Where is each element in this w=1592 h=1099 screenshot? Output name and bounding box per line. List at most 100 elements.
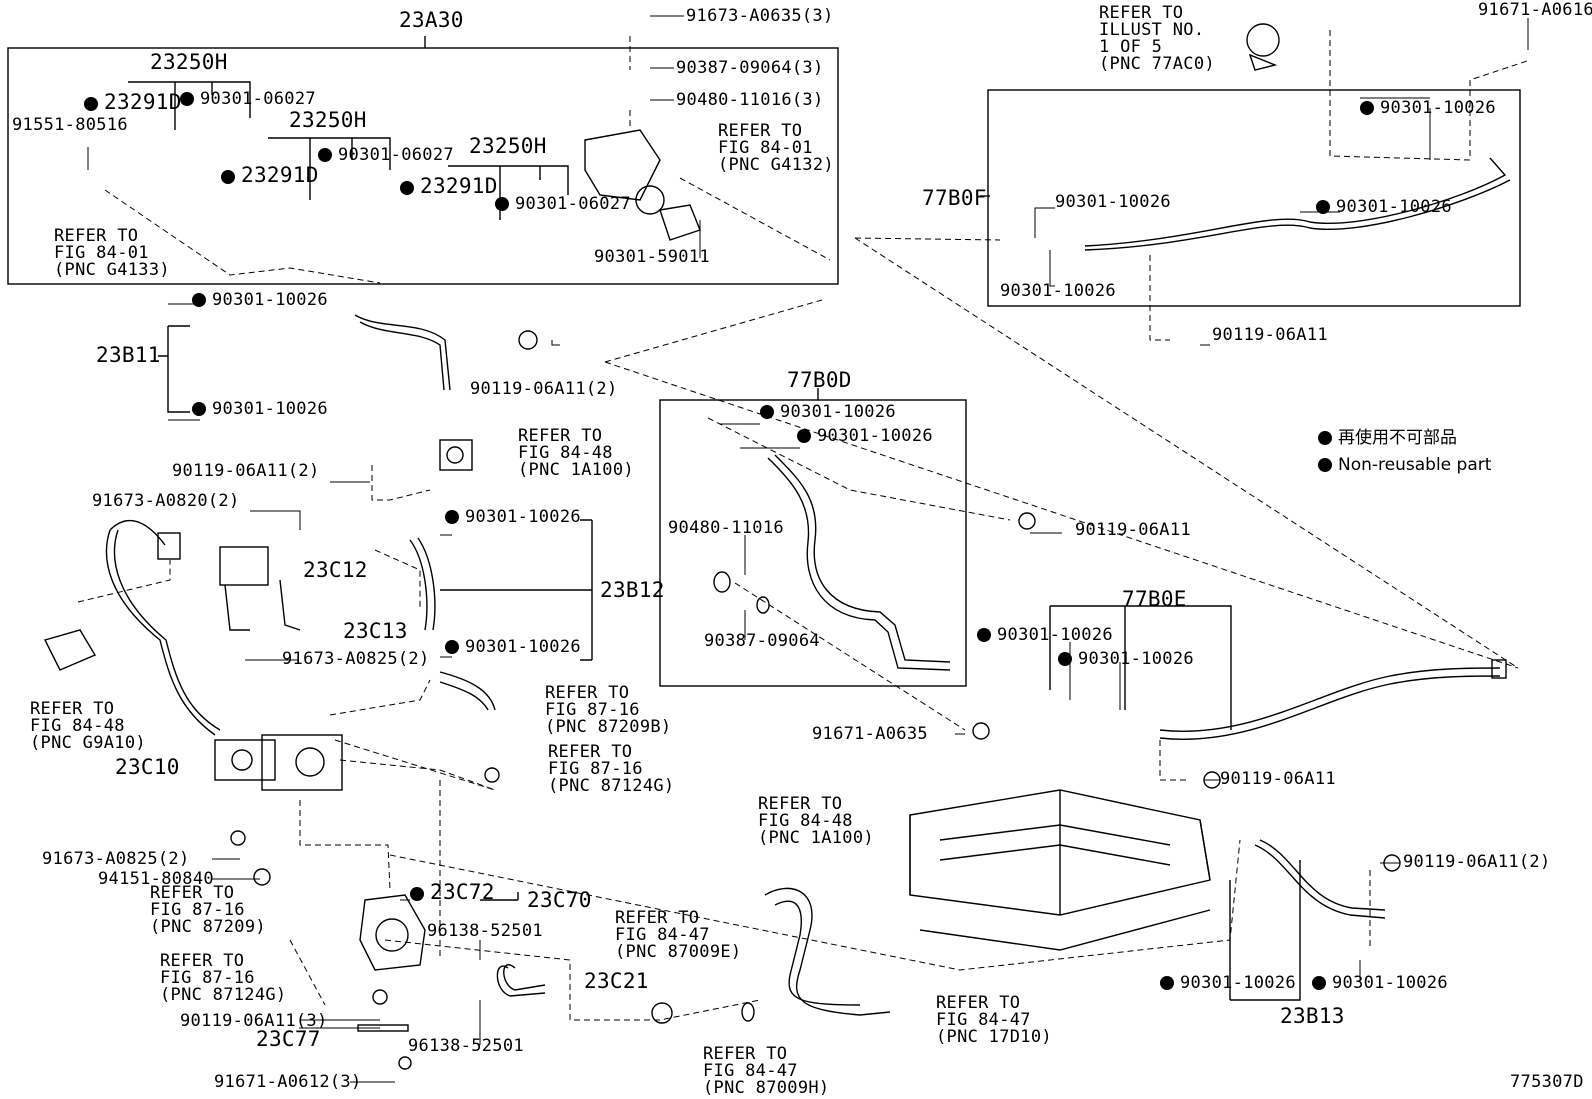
group-label-23C12: 23C12 [303, 558, 368, 582]
part-number: 90301-10026 [212, 399, 328, 419]
part-number: 90301-10026 [1380, 98, 1496, 118]
non-reusable-dot-icon [180, 92, 194, 106]
part-number: 90301-10026 [465, 507, 581, 527]
part-label: 90119-06A11 [1212, 325, 1328, 345]
part-number: 23291D [104, 90, 182, 114]
non-reusable-dot-icon [192, 293, 206, 307]
part-label: 96138-52501 [408, 1036, 524, 1056]
non-reusable-dot-icon [400, 181, 414, 195]
frame-23A30 [7, 47, 839, 285]
reference-note: REFER TO FIG 84-48 (PNC G9A10) [30, 699, 146, 753]
group-label-23C77: 23C77 [256, 1027, 321, 1051]
part-label: 90301-10026 [192, 401, 328, 418]
group-label-23B11: 23B11 [96, 343, 161, 367]
non-reusable-dot-icon [84, 97, 98, 111]
group-label-23C21: 23C21 [584, 969, 649, 993]
figure-number: 775307D [1510, 1072, 1584, 1092]
non-reusable-dot-icon [1316, 200, 1330, 214]
non-reusable-dot-icon [221, 170, 235, 184]
part-number: 90301-10026 [780, 402, 896, 422]
non-reusable-dot-icon [977, 628, 991, 642]
part-label: 90301-59011 [594, 247, 710, 267]
group-label-77B0D: 77B0D [787, 368, 852, 392]
reference-note: REFER TO FIG 87-16 (PNC 87124G) [160, 951, 287, 1005]
part-number: 90301-10026 [817, 426, 933, 446]
group-label-23250H: 23250H [469, 134, 547, 158]
group-label-23B12: 23B12 [600, 578, 665, 602]
part-label: 90301-10026 [1160, 975, 1296, 992]
non-reusable-dot-icon [1360, 101, 1374, 115]
part-number: 90301-10026 [1332, 973, 1448, 993]
part-number: 23291D [241, 163, 319, 187]
non-reusable-dot-icon [318, 148, 332, 162]
part-label: 91671-A0612(3) [214, 1072, 362, 1092]
part-number: 23291D [420, 174, 498, 198]
part-label: 91551-80516 [12, 115, 128, 135]
non-reusable-dot-icon [1312, 976, 1326, 990]
part-label: 23291D [84, 92, 182, 113]
part-label: 90301-10026 [977, 627, 1113, 644]
part-number: 90301-10026 [1078, 649, 1194, 669]
reference-note: REFER TO FIG 84-48 (PNC 1A100) [758, 794, 874, 848]
part-label: 91673-A0635(3) [686, 6, 834, 26]
part-label: 90301-06027 [180, 91, 316, 108]
part-label: 90301-10026 [1055, 192, 1171, 212]
part-label: 90301-10026 [1058, 651, 1194, 668]
part-label: 91673-A0820(2) [92, 491, 240, 511]
part-label: 91673-A0825(2) [42, 849, 190, 869]
non-reusable-dot-icon [1160, 976, 1174, 990]
part-label: 90119-06A11 [1220, 769, 1336, 789]
part-label: 23291D [221, 165, 319, 186]
part-number: 90301-10026 [997, 625, 1113, 645]
reference-note: REFER TO FIG 87-16 (PNC 87124G) [548, 742, 675, 796]
group-label-23A30: 23A30 [399, 8, 464, 32]
part-number: 90301-10026 [1336, 197, 1452, 217]
non-reusable-dot-icon [797, 429, 811, 443]
part-label: 90301-06027 [318, 147, 454, 164]
part-number: 90301-10026 [465, 637, 581, 657]
reference-note: REFER TO FIG 84-47 (PNC 87009E) [615, 908, 742, 962]
legend-text-en: Non-reusable part [1338, 455, 1492, 475]
group-label-23250H: 23250H [150, 50, 228, 74]
part-number: 90301-06027 [515, 194, 631, 214]
group-label-77B0E: 77B0E [1122, 587, 1187, 611]
reference-note: REFER TO FIG 84-01 (PNC G4133) [54, 226, 170, 280]
part-label: 90301-10026 [1360, 100, 1496, 117]
non-reusable-dot-icon [445, 640, 459, 654]
part-label: 90387-09064(3) [676, 58, 824, 78]
part-label: 90119-06A11(2) [470, 379, 618, 399]
frame-77B0F [987, 89, 1521, 307]
part-number: 90301-06027 [338, 145, 454, 165]
part-label: 90301-10026 [797, 428, 933, 445]
frame-77B0D [659, 399, 967, 687]
part-label: 90301-06027 [495, 196, 631, 213]
group-label-23C70: 23C70 [527, 888, 592, 912]
part-label: 90480-11016(3) [676, 90, 824, 110]
reference-note: REFER TO ILLUST NO. 1 OF 5 (PNC 77AC0) [1099, 3, 1215, 74]
part-label: 90301-10026 [192, 292, 328, 309]
non-reusable-dot-icon [1058, 652, 1072, 666]
non-reusable-dot-icon [410, 887, 424, 901]
legend-item-ja: 再使用不可部品 [1318, 430, 1457, 447]
part-label: 90387-09064 [704, 631, 820, 651]
non-reusable-dot-icon [445, 510, 459, 524]
group-label-23250H: 23250H [289, 108, 367, 132]
part-label: 94151-80840 [98, 869, 214, 889]
non-reusable-dot-icon [760, 405, 774, 419]
part-label: 90301-10026 [445, 639, 581, 656]
reference-note: REFER TO FIG 87-16 (PNC 87209B) [545, 683, 672, 737]
legend-item-en: Non-reusable part [1318, 457, 1491, 474]
part-label: 23C72 [410, 882, 495, 903]
part-label: 90119-06A11 [1075, 520, 1191, 540]
reference-note: REFER TO FIG 84-47 (PNC 17D10) [936, 993, 1052, 1047]
part-number: 23C72 [430, 880, 495, 904]
part-label: 96138-52501 [427, 921, 543, 941]
part-label: 90301-10026 [1000, 281, 1116, 301]
part-label: 90301-10026 [1312, 975, 1448, 992]
group-label-23C10: 23C10 [115, 755, 180, 779]
part-label: 91671-A0616 [1478, 0, 1592, 20]
part-label: 90119-06A11(2) [1403, 852, 1551, 872]
group-label-23C13: 23C13 [343, 619, 408, 643]
part-label: 90119-06A11(3) [180, 1011, 328, 1031]
